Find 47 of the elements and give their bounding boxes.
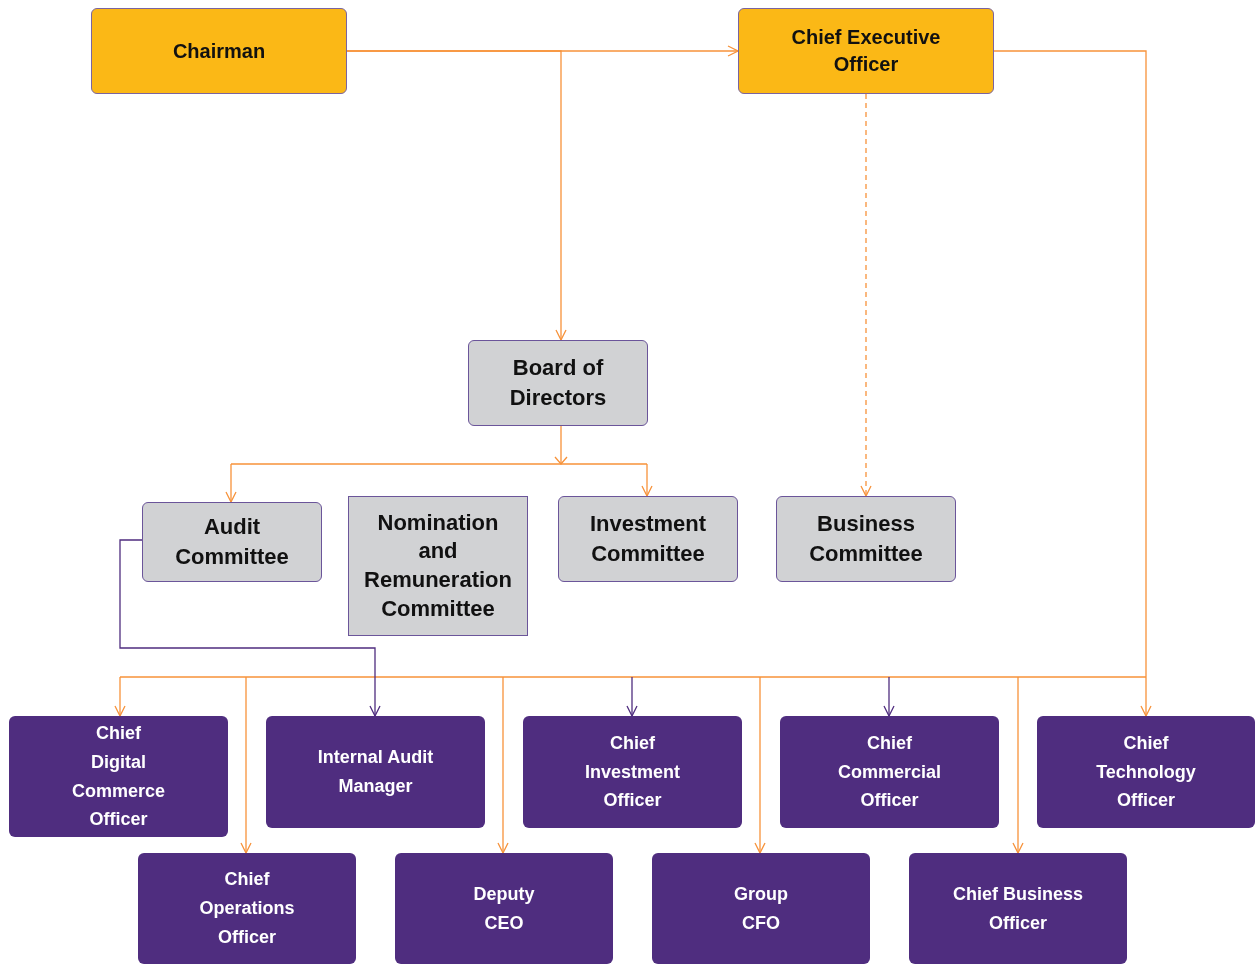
officer-box	[9, 716, 228, 837]
arrow	[641, 463, 653, 497]
box-label: Investment Committee	[588, 510, 708, 568]
dashed-arrow	[860, 93, 872, 497]
box-label: Audit Committee	[174, 513, 290, 571]
arrow	[346, 50, 567, 341]
officer-box	[780, 716, 999, 828]
box-label: Internal Audit Manager	[316, 746, 435, 798]
arrow	[240, 676, 252, 854]
box-label: Chief Commercial Officer	[836, 731, 942, 813]
arrow	[225, 463, 237, 503]
box-label: Board of Directors	[508, 354, 608, 412]
arrow	[1140, 676, 1152, 717]
arrow	[114, 676, 126, 717]
connector-trunk	[119, 50, 1147, 678]
officer-box	[266, 716, 485, 828]
officer-box	[395, 853, 613, 964]
box-label: Chief Investment Officer	[584, 731, 681, 813]
arrow	[626, 676, 638, 717]
executive-box	[91, 8, 347, 94]
officer-box	[909, 853, 1127, 964]
box-label: Chief Executive Officer	[790, 25, 942, 77]
officer-box	[652, 853, 870, 964]
arrow	[497, 676, 509, 854]
arrow	[883, 676, 895, 717]
box-label: Nomination and Remuneration Committee	[363, 508, 513, 623]
officer-box	[1037, 716, 1255, 828]
box-label: Chief Operations Officer	[198, 868, 296, 949]
officer-box	[138, 853, 356, 964]
committee-box	[142, 502, 322, 582]
arrow	[1012, 676, 1024, 854]
executive-box	[738, 8, 994, 94]
box-label: Group CFO	[733, 882, 789, 935]
box-label: Deputy CEO	[472, 882, 536, 935]
box-label: Chief Business Officer	[951, 882, 1084, 935]
arrow	[754, 676, 766, 854]
committee-box	[558, 496, 738, 582]
box-label: Chief Digital Commerce Officer	[71, 721, 166, 832]
committee-box	[776, 496, 956, 582]
box-label: Chief Technology Officer	[1095, 731, 1197, 813]
box-label: Chairman	[172, 38, 266, 64]
connector-trunk	[230, 425, 648, 465]
box-label: Business Committee	[808, 510, 924, 568]
officer-box	[523, 716, 742, 828]
committee-box	[348, 496, 528, 636]
committee-box	[468, 340, 648, 426]
arrow	[119, 539, 381, 717]
